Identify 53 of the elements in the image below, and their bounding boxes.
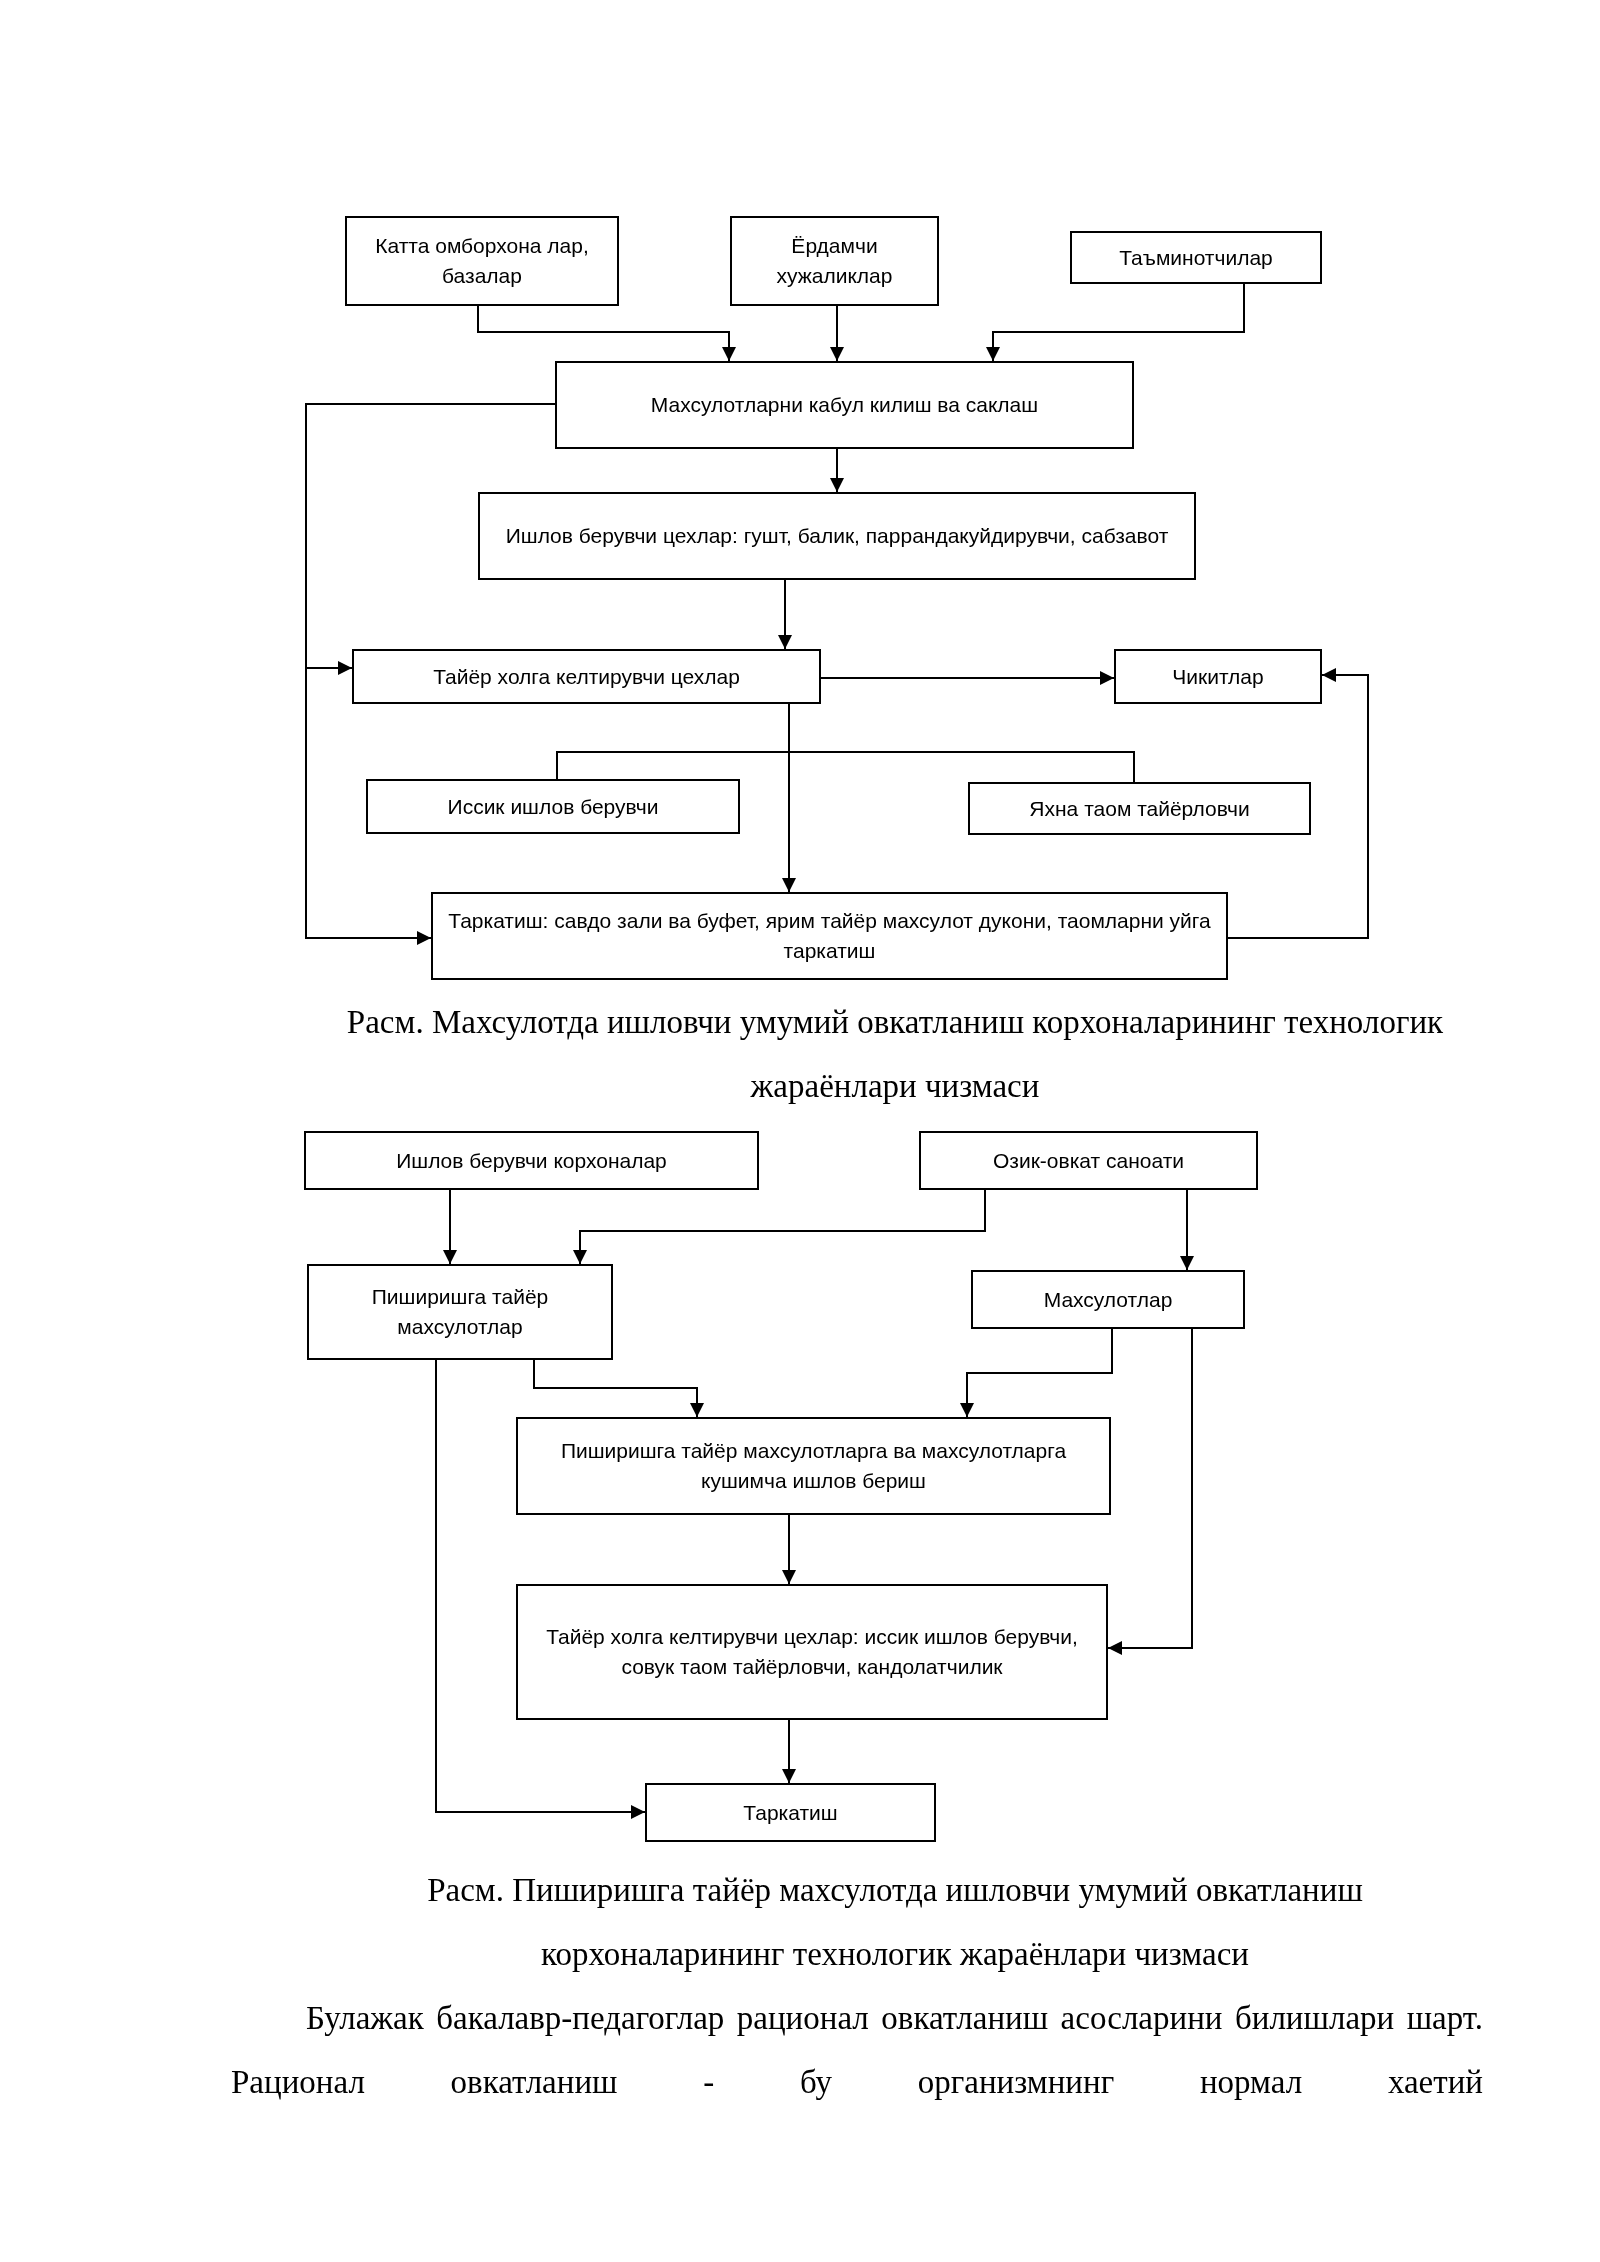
- process-box: [516, 1584, 1108, 1720]
- arrow: [986, 283, 1245, 362]
- arrow: [830, 448, 844, 493]
- arrow: [830, 305, 844, 362]
- process-box: [1114, 649, 1322, 704]
- process-box: [730, 216, 939, 306]
- process-box: [516, 1417, 1111, 1515]
- arrow: [820, 671, 1115, 685]
- box-text: Махсулотлар: [1043, 1286, 1173, 1313]
- arrow: [443, 1189, 457, 1265]
- figure-caption: Расм. Пиширишга тайёр махсулотда ишловчи умумий овкатланиш корхоналарининг технологик жараёнлари чизмаси: [426, 1871, 1364, 1974]
- box-text: Ёрдамчи хужаликлар: [775, 233, 894, 289]
- arrow: [1180, 1189, 1194, 1271]
- box-text: Пиширишга тайёр махсулотларга ва махсулотларга кушимча ишлов бериш: [559, 1438, 1068, 1494]
- process-box: [366, 779, 740, 834]
- arrow: [778, 579, 792, 650]
- process-box: [555, 361, 1134, 449]
- process-box: [352, 649, 821, 704]
- box-text: Иссик ишлов берувчи: [447, 793, 659, 820]
- arrow: [533, 1359, 704, 1418]
- arrow: [782, 1719, 796, 1784]
- arrow: [1227, 668, 1369, 939]
- box-text: Таркатиш: [743, 1799, 838, 1826]
- arrow: [960, 1328, 1113, 1418]
- arrow: [782, 1514, 796, 1585]
- process-box: [345, 216, 619, 306]
- process-box: [919, 1131, 1258, 1190]
- box-text: Тайёр холга келтирувчи цехлар: [433, 663, 740, 690]
- process-box: [645, 1783, 936, 1842]
- arrow: [435, 1359, 646, 1819]
- box-text: Махсулотларни кабул килиш ва саклаш: [650, 392, 1039, 418]
- process-box: [307, 1264, 613, 1360]
- box-text: Таркатиш: савдо зали ва буфет, ярим тайёр махсулот дукони, таомларни уйга таркатиш: [447, 908, 1212, 964]
- arrow: [477, 305, 736, 362]
- box-text: Чикитлар: [1172, 663, 1264, 690]
- process-box: [304, 1131, 759, 1190]
- box-text: Озик-овкат саноати: [992, 1147, 1185, 1174]
- process-box: [971, 1270, 1245, 1329]
- box-text: Ишлов берувчи цехлар: гушт, балик, паррандакуйдирувчи, сабзавот: [505, 523, 1169, 549]
- box-text: Катта омборхона лар, базалар: [374, 233, 590, 289]
- process-box: [431, 892, 1228, 980]
- box-text: Таъминотчилар: [1119, 244, 1273, 271]
- box-text: Яхна таом тайёрловчи: [1029, 795, 1250, 822]
- box-text: Тайёр холга келтирувчи цехлар: иссик ишлов берувчи, совук таом тайёрловчи, кандолатчилик: [545, 1624, 1079, 1680]
- figure-caption: Расм. Махсулотда ишловчи умумий овкатланиш корхоналарининг технологик жараёнлари чизмаси: [345, 1003, 1445, 1106]
- body-paragraph: Булажак бакалавр-педагоглар рационал овкатланиш асосларини билишлари шарт. Рационал овкатланиш - бу организмнинг нормал хаетий: [231, 1999, 1483, 2102]
- process-box: [968, 782, 1311, 835]
- arrow: [1107, 1328, 1193, 1655]
- box-text: Ишлов берувчи корхоналар: [396, 1147, 667, 1174]
- process-box: [478, 492, 1196, 580]
- box-text: Пиширишга тайёр махсулотлар: [370, 1284, 550, 1340]
- arrow: [573, 1189, 986, 1265]
- process-box: [1070, 231, 1322, 284]
